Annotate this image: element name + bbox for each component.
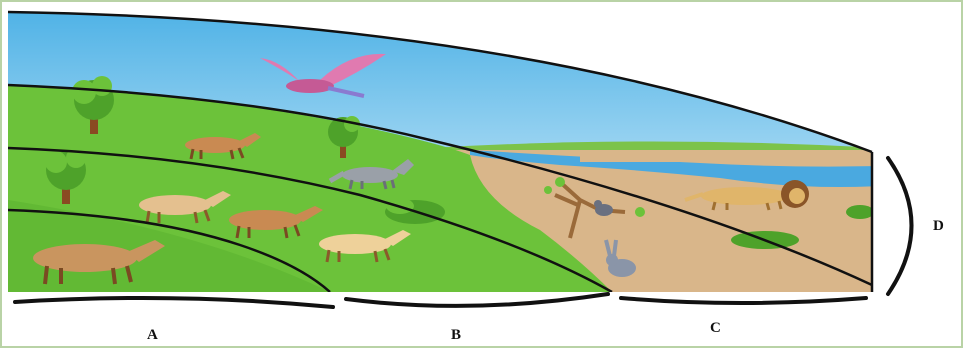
label-b: B [451,327,461,344]
label-d: D [933,218,944,235]
shrub-icon [846,205,874,219]
label-c: C [710,320,721,337]
label-a: A [147,327,158,344]
river-bank-patch [580,150,755,162]
